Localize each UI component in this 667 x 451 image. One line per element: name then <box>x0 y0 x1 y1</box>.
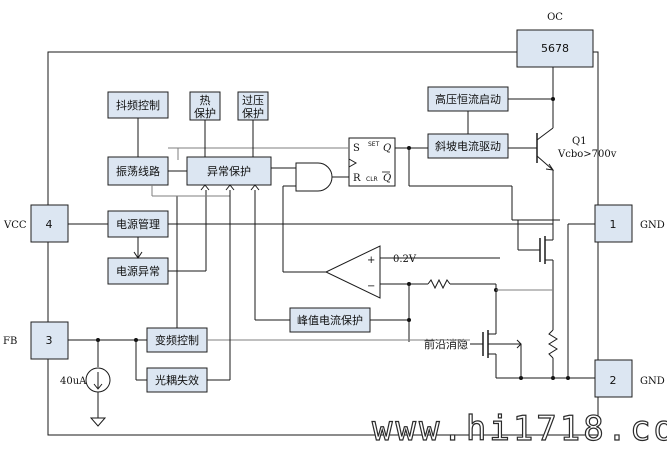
pin-fb-num: 3 <box>46 334 53 347</box>
ff-qbar-label: Q <box>383 173 391 184</box>
transistor-q1-rating: Vcbo>700v <box>557 149 617 160</box>
svg-text:保护: 保护 <box>242 106 264 120</box>
pin-fb-label: FB <box>3 336 17 347</box>
watermark: www.hi1718.com <box>372 409 667 449</box>
ic-outline <box>47 51 599 436</box>
svg-text:峰值电流保护: 峰值电流保护 <box>297 313 363 327</box>
reference-voltage-label: 0.2V <box>393 254 417 265</box>
block-jitter-control: 抖频控制 <box>107 91 169 119</box>
block-freq-control: 变频控制 <box>146 327 208 353</box>
block-peak-current-protect: 峰值电流保护 <box>289 307 371 333</box>
pin-vcc-num: 4 <box>46 218 53 231</box>
comparator-minus: − <box>367 281 375 292</box>
block-hv-startup: 高压恒流启动 <box>427 86 509 112</box>
block-abnormal-protect: 异常保护 <box>186 156 272 186</box>
pin-vcc: 4 VCC <box>3 204 69 243</box>
svg-text:异常保护: 异常保护 <box>207 164 251 178</box>
svg-text:光耦失效: 光耦失效 <box>155 373 199 387</box>
pin-oc-chip: 5678 <box>541 42 569 55</box>
block-power-management: 电源管理 <box>107 210 169 238</box>
comparator: + − <box>324 245 381 299</box>
wiring: 前沿消隐 <box>60 97 595 427</box>
leading-edge-blanking-label: 前沿消隐 <box>424 337 468 351</box>
pin-gnd-2-label: GND <box>640 376 665 387</box>
ff-r-label: R <box>353 173 361 184</box>
pin-vcc-label: VCC <box>3 220 27 231</box>
pin-gnd-1: 1 GND <box>594 204 665 243</box>
svg-text:电源管理: 电源管理 <box>116 217 160 231</box>
block-overvoltage-protect: 过压 保护 <box>237 91 269 121</box>
pin-fb: 3 FB <box>3 321 69 360</box>
transistor-q1-name: Q1 <box>572 136 587 147</box>
block-oscillator: 振荡线路 <box>107 156 169 186</box>
svg-text:高压恒流启动: 高压恒流启动 <box>435 92 501 106</box>
svg-text:振荡线路: 振荡线路 <box>116 164 160 178</box>
ff-s-label: S <box>353 143 360 154</box>
block-optocoupler-fail: 光耦失效 <box>146 367 208 393</box>
current-source-label: 40uA <box>60 376 87 387</box>
svg-text:斜坡电流驱动: 斜坡电流驱动 <box>435 139 501 153</box>
ff-clr-tag: CLR <box>366 176 378 183</box>
transistor-q1: Q1 Vcbo>700v <box>508 67 617 171</box>
comparator-plus: + <box>367 255 375 266</box>
svg-text:过压: 过压 <box>242 94 264 107</box>
svg-text:热: 热 <box>200 94 211 107</box>
pin-oc: 5678 OC <box>516 12 594 68</box>
pin-oc-label: OC <box>547 12 563 23</box>
sr-flip-flop: S R Q Q SET CLR <box>348 137 396 187</box>
svg-text:变频控制: 变频控制 <box>155 333 199 347</box>
svg-text:保护: 保护 <box>194 106 216 120</box>
block-slope-current-drive: 斜坡电流驱动 <box>427 133 509 159</box>
pin-gnd-2: 2 GND <box>594 359 665 398</box>
pin-gnd-2-num: 2 <box>610 374 617 387</box>
ff-q-label: Q <box>383 143 391 154</box>
block-power-abnormal: 电源异常 <box>107 257 169 285</box>
pin-gnd-1-num: 1 <box>610 218 617 231</box>
svg-text:电源异常: 电源异常 <box>116 264 160 278</box>
block-thermal-protect: 热 保护 <box>189 91 221 121</box>
pin-gnd-1-label: GND <box>640 220 665 231</box>
and-gate <box>295 162 333 192</box>
ff-set-tag: SET <box>368 141 380 148</box>
svg-text:抖频控制: 抖频控制 <box>116 98 160 112</box>
